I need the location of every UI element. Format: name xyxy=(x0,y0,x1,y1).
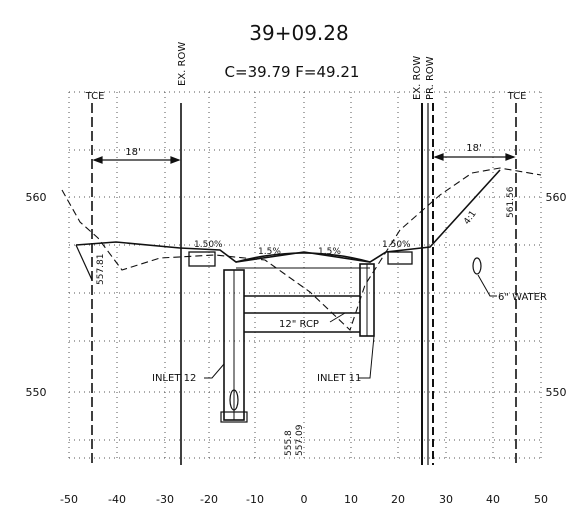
proposed-section xyxy=(75,169,501,423)
x-tick: 40 xyxy=(486,493,500,506)
x-axis-ticks: -50 -40 -30 -20 -10 0 10 20 30 40 50 xyxy=(60,493,548,506)
elevation-left-label: 557.81 xyxy=(96,254,106,286)
x-tick: 10 xyxy=(344,493,358,506)
y-tick-left-550: 550 xyxy=(26,386,47,399)
y-tick-right-550: 550 xyxy=(546,386,567,399)
water-leader xyxy=(477,274,497,297)
tce-right-label: TCE xyxy=(507,91,527,102)
inlet-11-label: INLET 11 xyxy=(317,373,361,384)
inlet-12-leader xyxy=(204,363,225,379)
pr-row-right-label: PR. ROW xyxy=(425,56,436,100)
inlet-12-label: INLET 12 xyxy=(152,373,196,384)
dimension-right-label: 18' xyxy=(466,143,481,154)
grid xyxy=(68,91,542,459)
dimension-right xyxy=(433,153,516,161)
water-label: 6" WATER xyxy=(498,292,547,303)
existing-ground xyxy=(61,167,542,331)
tce-left-label: TCE xyxy=(85,91,105,102)
slope-label-4: 1.50% xyxy=(382,240,411,250)
x-tick: -10 xyxy=(246,493,264,506)
side-slope-label: 4:1 xyxy=(462,209,478,227)
pipe-leader xyxy=(329,312,346,323)
row-lines xyxy=(91,103,517,465)
elevation-center-label-2: 557.09 xyxy=(295,424,305,456)
x-tick: 50 xyxy=(534,493,548,506)
dimension-left-label: 18' xyxy=(125,147,140,158)
elevation-center-label-1: 555.8 xyxy=(284,430,294,456)
pipe-label: 12" RCP xyxy=(279,319,319,330)
slope-label-3: 1.5% xyxy=(318,247,341,257)
x-tick: -20 xyxy=(200,493,218,506)
x-tick: 20 xyxy=(391,493,405,506)
slope-label-2: 1.5% xyxy=(258,247,281,257)
station-label: 39+09.28 xyxy=(249,21,348,45)
x-tick: -30 xyxy=(156,493,174,506)
cut-fill-label: C=39.79 F=49.21 xyxy=(225,63,360,81)
x-tick: 0 xyxy=(301,493,308,506)
dimension-left xyxy=(92,156,181,164)
x-tick: 30 xyxy=(439,493,453,506)
y-tick-left-560: 560 xyxy=(26,191,47,204)
x-tick: -50 xyxy=(60,493,78,506)
inlet-11-leader xyxy=(358,335,375,379)
elevation-right-label: 561.56 xyxy=(506,186,516,218)
y-tick-right-560: 560 xyxy=(546,191,567,204)
x-tick: -40 xyxy=(108,493,126,506)
slope-label-1: 1.50% xyxy=(194,240,223,250)
ex-row-right-label: EX. ROW xyxy=(412,56,423,100)
water-pipe-symbol xyxy=(472,257,482,275)
ex-row-left-label: EX. ROW xyxy=(177,42,188,86)
